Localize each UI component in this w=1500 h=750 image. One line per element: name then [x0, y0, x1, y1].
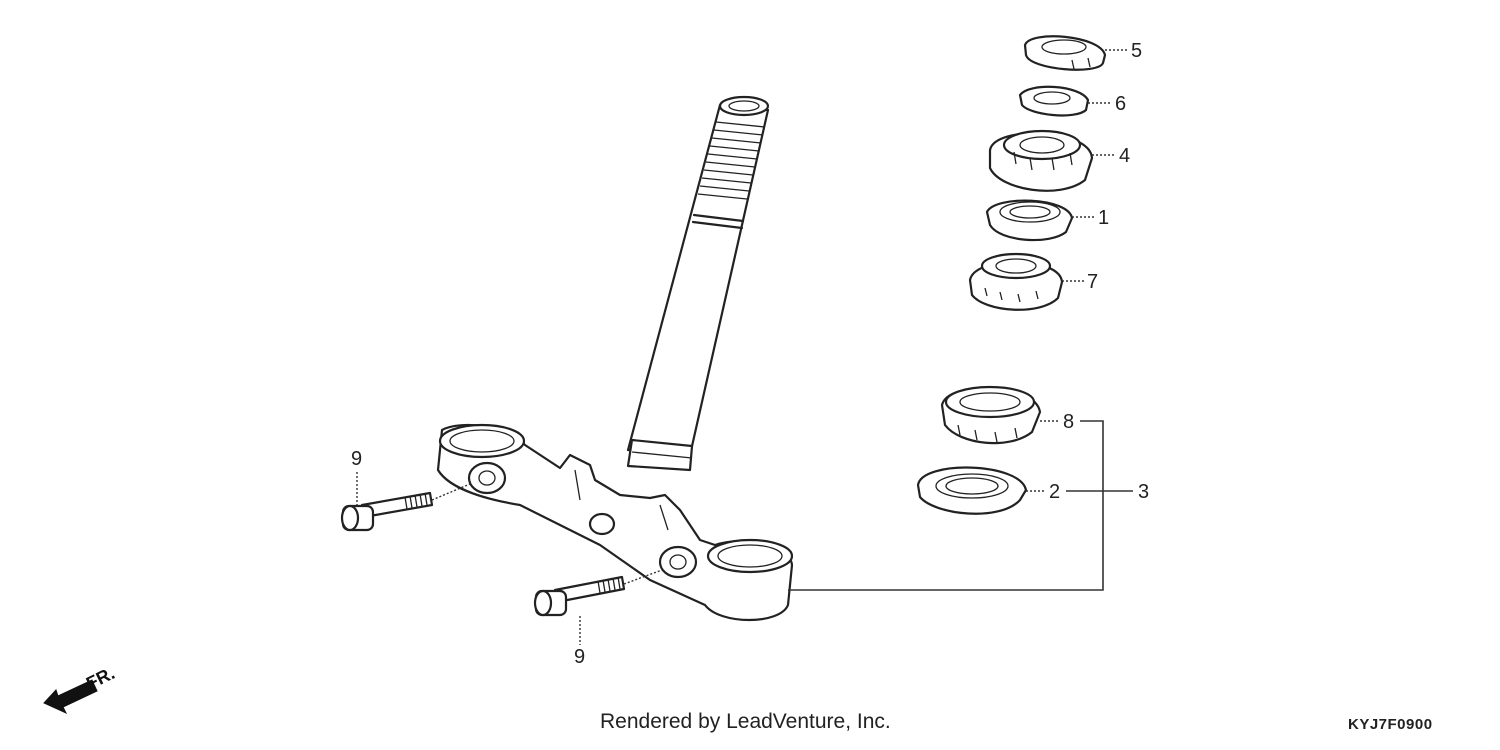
callout-9-upper: 9	[351, 448, 362, 470]
callout-4: 4	[1119, 145, 1130, 167]
callout-2: 2	[1049, 481, 1060, 503]
part-4-adjusting-nut	[988, 129, 1094, 192]
part-6-lock-washer	[1018, 85, 1090, 117]
front-direction-marker: FR.	[43, 663, 118, 715]
part-8-lower-bearing	[940, 385, 1042, 445]
callout-1: 1	[1098, 207, 1109, 229]
callout-3: 3	[1138, 481, 1149, 503]
front-arrow-icon	[43, 679, 98, 715]
bottom-bridge	[436, 423, 794, 621]
callout-7: 7	[1087, 271, 1098, 293]
part-1-dust-seal	[985, 199, 1074, 242]
callout-8: 8	[1063, 411, 1074, 433]
diagram-code: KYJ7F0900	[1348, 716, 1433, 733]
callout-9-lower: 9	[574, 646, 585, 668]
steering-stem-shaft	[626, 95, 770, 472]
part-2-lower-dust-seal	[916, 466, 1028, 515]
render-credit: Rendered by LeadVenture, Inc.	[600, 710, 891, 733]
part-5-lock-nut	[1023, 35, 1107, 71]
callout-5: 5	[1131, 40, 1142, 62]
pinch-bolt-upper	[340, 491, 434, 532]
callout-6: 6	[1115, 93, 1126, 115]
part-7-upper-bearing	[968, 252, 1064, 311]
pinch-bolt-lower	[533, 575, 626, 617]
